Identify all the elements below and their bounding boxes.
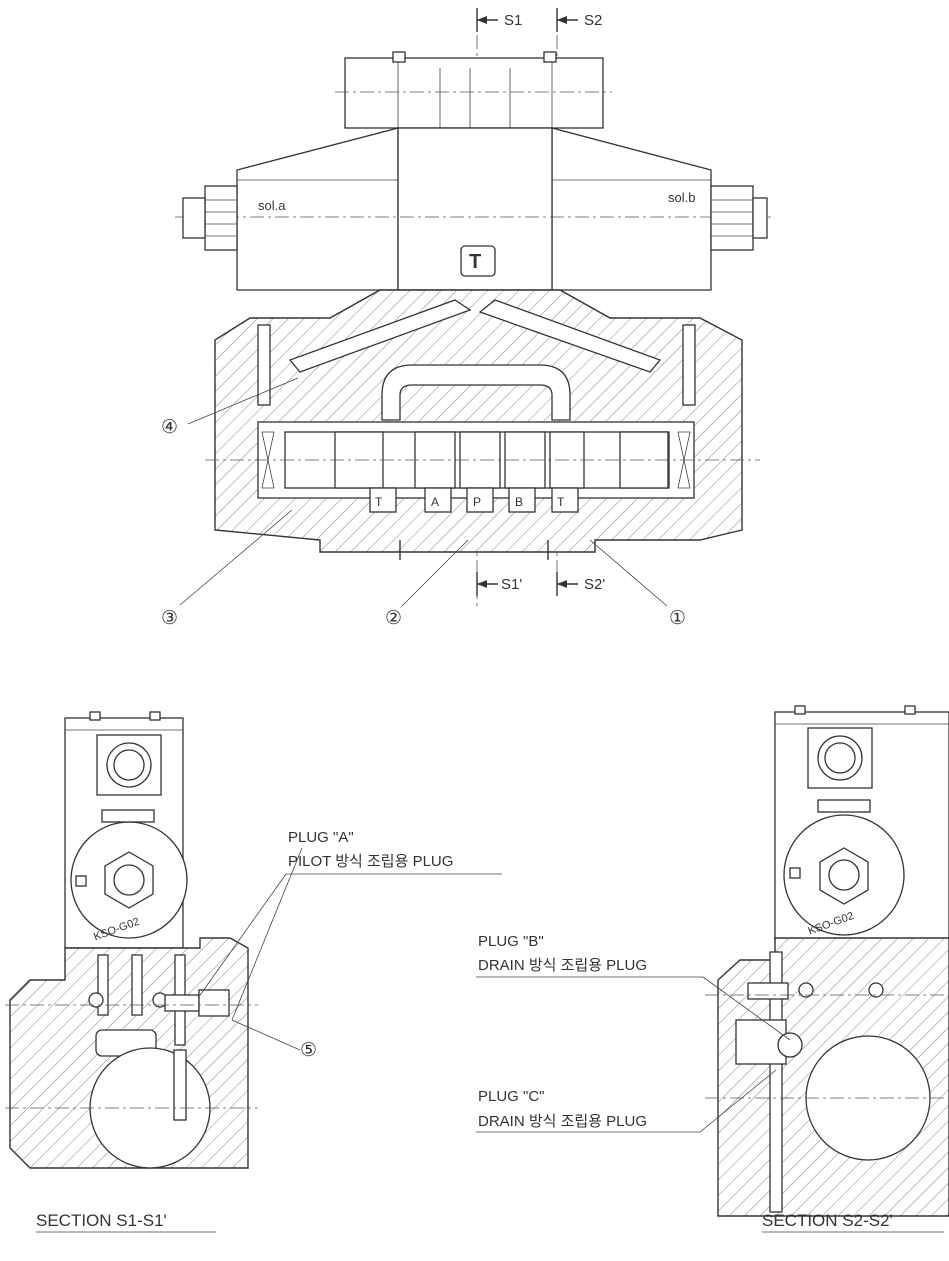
section-label-s1: S1 — [504, 12, 522, 29]
valve-body-top: T A P B T — [205, 289, 760, 560]
solenoid-housing: sol.a sol.b T — [175, 127, 775, 291]
callout-3: ③ — [161, 509, 293, 629]
port-label-b: B — [515, 495, 523, 509]
port-slots — [369, 487, 579, 513]
plug-b-desc: DRAIN 방식 조립용 PLUG — [478, 957, 647, 974]
t-badge — [460, 245, 496, 277]
section-label-s1-prime: S1' — [501, 576, 522, 593]
callout-4: ④ — [161, 377, 299, 438]
plug-a-desc: PILOT 방식 조립용 PLUG — [288, 853, 453, 870]
section-mark-s2-prime: S2' — [556, 572, 605, 596]
t-badge-label: T — [469, 251, 481, 273]
sol-a-label: sol.a — [258, 198, 286, 213]
callout-5-label: ⑤ — [300, 1040, 317, 1061]
plug-a-title: PLUG "A" — [288, 829, 354, 846]
port-label-a: A — [431, 495, 439, 509]
top-connector — [335, 51, 612, 129]
callout-3-label: ③ — [161, 608, 178, 629]
callout-2: ② — [385, 539, 469, 629]
callout-2-label: ② — [385, 608, 402, 629]
plug-b-title: PLUG "B" — [478, 933, 544, 950]
port-label-p: P — [473, 495, 481, 509]
section-mark-s1: S1 — [476, 8, 522, 32]
port-label-t2: T — [557, 495, 565, 509]
section-mark-s2: S2 — [556, 8, 602, 32]
top-view: S1 S2 — [161, 8, 775, 629]
plug-c-desc: DRAIN 방식 조립용 PLUG — [478, 1113, 647, 1130]
section-s1: KSO-G02 PLUG "A" PILOT 방식 조립용 PLUG ⑤ SEC… — [5, 711, 502, 1233]
callout-1-label: ① — [669, 608, 686, 629]
port-label-t1: T — [375, 495, 383, 509]
section-label-s2-prime: S2' — [584, 576, 605, 593]
sol-b-label: sol.b — [668, 190, 695, 205]
plug-c-title: PLUG "C" — [478, 1088, 545, 1105]
section-mark-s1-prime: S1' — [476, 572, 522, 596]
section-s2: KSO-G02 PLUG "B" DRAIN 방식 조립용 PLUG PLUG … — [476, 705, 949, 1233]
callout-1: ① — [589, 539, 686, 629]
section-s2-title: SECTION S2-S2' — [762, 1211, 893, 1230]
section-s1-title: SECTION S1-S1' — [36, 1211, 167, 1230]
section-label-s2: S2 — [584, 12, 602, 29]
callout-4-label: ④ — [161, 417, 178, 438]
